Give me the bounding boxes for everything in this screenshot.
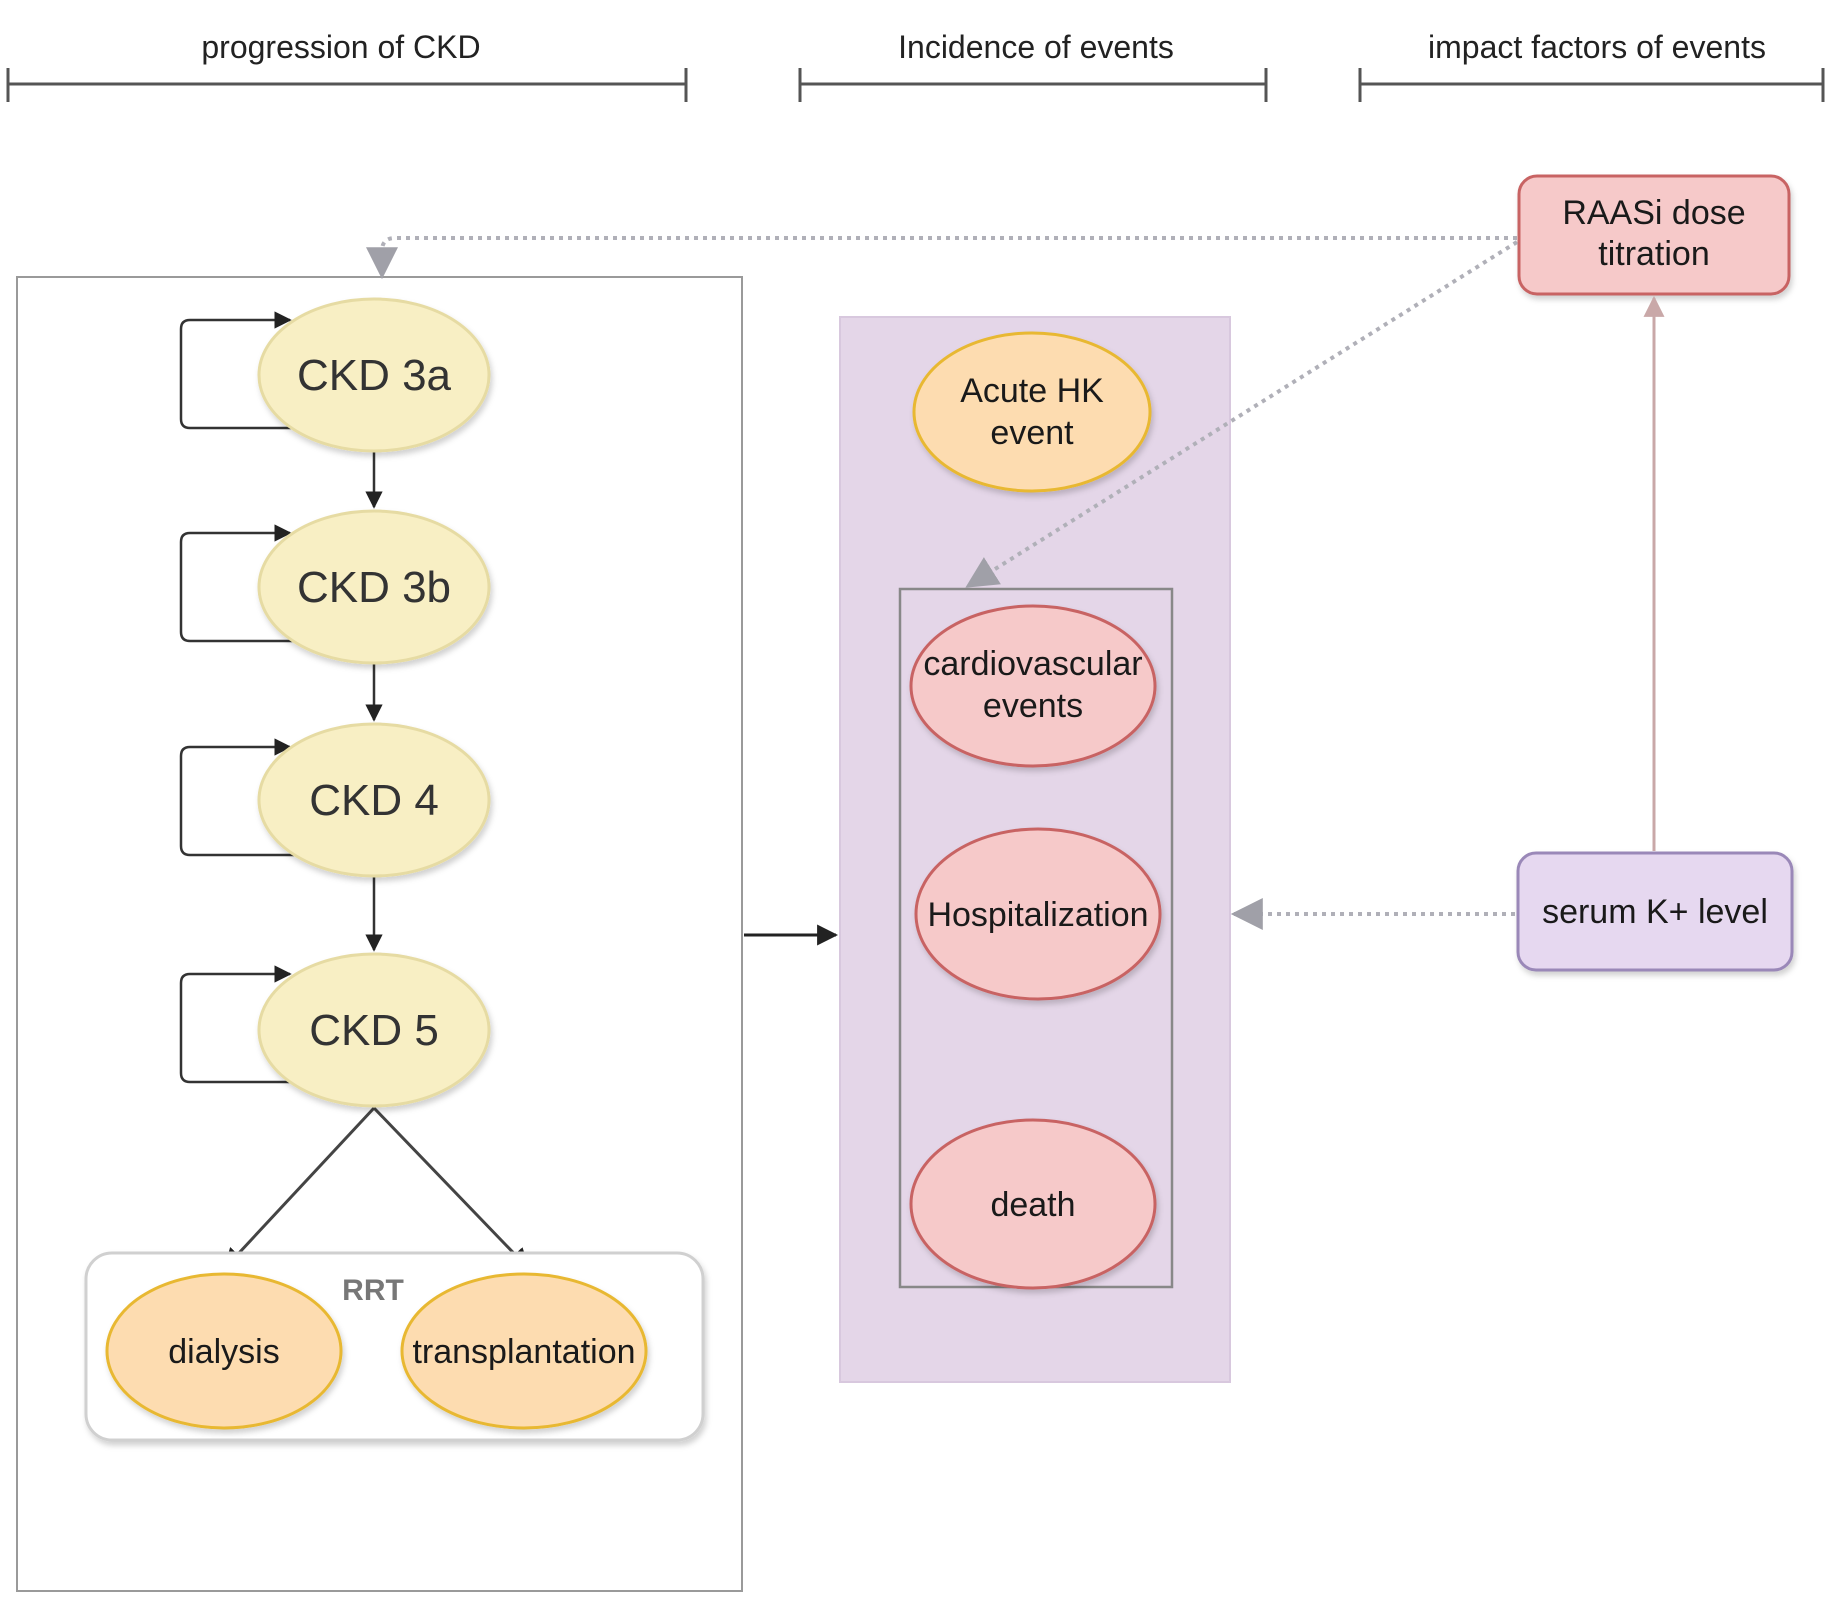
event-acute-hk-line1: Acute HK <box>960 372 1104 410</box>
self-loop-ckd-5 <box>179 965 295 1084</box>
self-loop-ckd-4 <box>179 738 295 857</box>
ckd-stage-3a-label: CKD 3a <box>297 351 452 400</box>
header-incidence-ruler <box>798 68 1268 102</box>
header-impact-ruler <box>1358 68 1825 102</box>
event-cardiovascular-line2: events <box>983 687 1083 725</box>
event-death-label: death <box>990 1186 1075 1224</box>
header-impact-label: impact factors of events <box>1428 29 1766 65</box>
rrt-label: RRT <box>342 1274 404 1307</box>
progression-arrows <box>223 451 530 1270</box>
factor-raasi-line1: RAASi dose <box>1562 194 1745 232</box>
header-progression-label: progression of CKD <box>201 29 480 65</box>
event-hospitalization-label: Hospitalization <box>927 896 1148 934</box>
header-impact: impact factors of events <box>1358 29 1825 102</box>
ckd-stage-5-label: CKD 5 <box>309 1006 439 1055</box>
ckd-stage-4: CKD 4 <box>257 722 491 878</box>
arrow-5-to-transplantation <box>372 1106 530 1270</box>
ckd-stage-3b-label: CKD 3b <box>297 563 451 612</box>
dotted-raasi-to-ckd-panel <box>366 236 1517 280</box>
factor-raasi: RAASi dose titration <box>1517 174 1791 296</box>
self-loop-ckd-3b <box>179 524 295 643</box>
event-death: death <box>909 1118 1157 1290</box>
factor-serum-k-label: serum K+ level <box>1542 893 1768 931</box>
event-acute-hk: Acute HK event <box>912 331 1152 493</box>
self-loops <box>179 311 295 1084</box>
ckd-stage-3a: CKD 3a <box>257 297 491 453</box>
dotted-links <box>366 236 1519 930</box>
ckd-stage-3b: CKD 3b <box>257 509 491 665</box>
rrt-transplantation-label: transplantation <box>412 1333 635 1371</box>
header-incidence: Incidence of events <box>798 29 1268 102</box>
event-hospitalization: Hospitalization <box>914 827 1162 1001</box>
header-incidence-label: Incidence of events <box>898 29 1174 65</box>
event-cardiovascular-line1: cardiovascular <box>923 645 1142 683</box>
factor-serum-k: serum K+ level <box>1516 851 1794 972</box>
arrow-5-to-dialysis <box>223 1106 376 1270</box>
ckd-stage-4-label: CKD 4 <box>309 776 439 825</box>
rrt-transplantation: transplantation <box>400 1272 648 1430</box>
ckd-stage-5: CKD 5 <box>257 952 491 1108</box>
self-loop-ckd-3a <box>179 311 295 430</box>
event-cardiovascular: cardiovascular events <box>909 604 1157 768</box>
rrt-dialysis-label: dialysis <box>168 1333 279 1371</box>
header-progression: progression of CKD <box>6 29 688 102</box>
factor-raasi-line2: titration <box>1598 235 1710 273</box>
event-acute-hk-line2: event <box>990 414 1074 452</box>
rrt-dialysis: dialysis <box>105 1272 343 1430</box>
header-progression-ruler <box>6 68 688 102</box>
